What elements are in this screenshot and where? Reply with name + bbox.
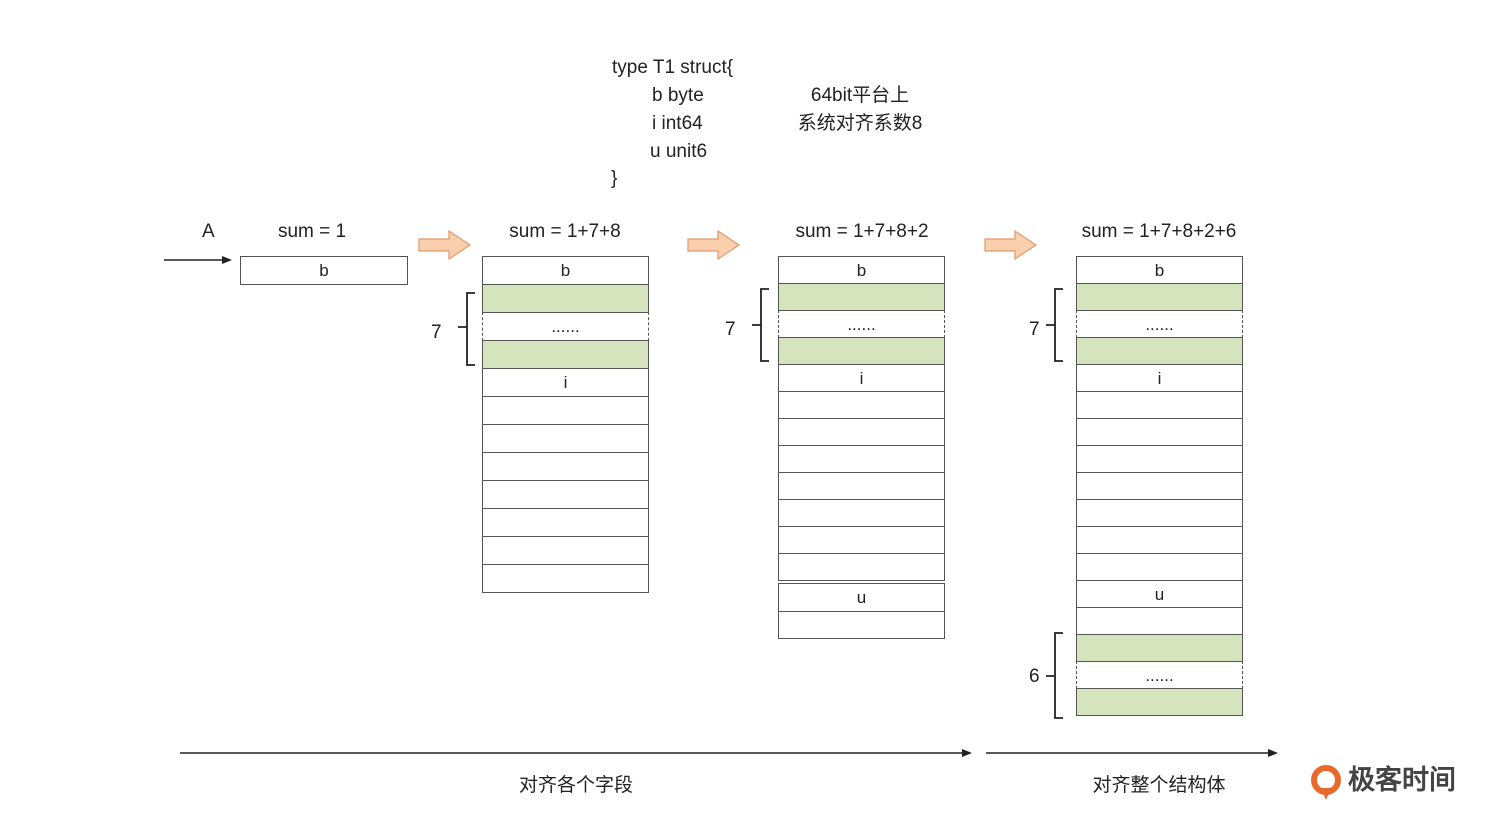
memory-cell: [778, 472, 945, 500]
memory-cell: [1076, 607, 1243, 635]
field-i-cell: i: [482, 368, 649, 397]
memory-cell: [1076, 526, 1243, 554]
memory-cell: [778, 391, 945, 419]
align-struct-axis: [986, 749, 1278, 757]
field-u-cell: u: [1076, 580, 1243, 608]
field-b-cell: b: [1076, 256, 1243, 284]
memory-cell: [778, 499, 945, 527]
padding-count-label: 7: [725, 319, 736, 340]
memory-cell: [482, 536, 649, 565]
memory-cell: [778, 526, 945, 554]
memory-cell: [1076, 418, 1243, 446]
field-b-cell: b: [778, 256, 945, 284]
align-struct-caption: 对齐整个结构体: [1092, 775, 1226, 796]
padding-brace-stage3: [752, 288, 769, 362]
field-b-decl: b byte: [652, 85, 704, 106]
memory-cell: [482, 564, 649, 593]
memory-cell: [482, 452, 649, 481]
padding-cell: [1076, 634, 1243, 662]
memory-cell: [1076, 445, 1243, 473]
memory-cell: [1076, 553, 1243, 581]
padding-brace-stage4-top: [1046, 288, 1063, 362]
stage-transition-arrow-3: [984, 229, 1038, 261]
memory-cell: [778, 553, 945, 581]
padding-ellipsis-cell: ......: [1076, 661, 1243, 689]
memory-cell: [778, 418, 945, 446]
padding-brace-stage2: [458, 292, 475, 366]
stage3-sum: sum = 1+7+8+2: [795, 221, 929, 242]
logo-mark-icon: [1311, 765, 1341, 800]
align-fields-axis: [180, 749, 972, 757]
struct-decl-line: type T1 struct{: [612, 57, 734, 78]
start-pointer-arrow: [164, 256, 232, 264]
field-i-cell: i: [1076, 364, 1243, 392]
stage4-sum: sum = 1+7+8+2+6: [1081, 221, 1237, 242]
memory-cell: [482, 508, 649, 537]
padding-count-label: 6: [1029, 666, 1040, 687]
field-i-decl: i int64: [652, 113, 703, 134]
stage1-sum: sum = 1: [277, 221, 347, 242]
padding-cell: [1076, 337, 1243, 365]
padding-ellipsis-cell: ......: [778, 310, 945, 338]
padding-brace-stage4-bottom: [1046, 632, 1063, 719]
padding-cell: [778, 337, 945, 365]
field-b-cell: b: [240, 256, 408, 285]
padding-ellipsis-cell: ......: [1076, 310, 1243, 338]
stage2-sum: sum = 1+7+8: [509, 221, 621, 242]
padding-cell: [482, 284, 649, 313]
alignment-factor-note: 系统对齐系数8: [797, 113, 923, 134]
padding-count-label: 7: [431, 322, 442, 343]
struct-close-brace: }: [611, 168, 618, 189]
field-u-decl: u unit6: [650, 141, 708, 162]
memory-cell: [482, 396, 649, 425]
padding-cell: [1076, 688, 1243, 716]
padding-cell: [1076, 283, 1243, 311]
stage-transition-arrow-1: [418, 229, 472, 261]
memory-cell: [1076, 499, 1243, 527]
stage-transition-arrow-2: [687, 229, 741, 261]
geektime-logo: 极客时间: [1310, 764, 1470, 804]
field-i-cell: i: [778, 364, 945, 392]
align-fields-caption: 对齐各个字段: [518, 775, 633, 796]
memory-cell: [1076, 391, 1243, 419]
memory-cell: [1076, 472, 1243, 500]
memory-cell: [482, 480, 649, 509]
memory-cell: [482, 424, 649, 453]
field-b-cell: b: [482, 256, 649, 285]
padding-count-label: 7: [1029, 319, 1040, 340]
padding-ellipsis-cell: ......: [482, 312, 649, 341]
memory-cell: [778, 445, 945, 473]
padding-cell: [482, 340, 649, 369]
logo-wordmark: 极客时间: [1348, 765, 1456, 795]
memory-cell: [778, 611, 945, 639]
field-u-cell: u: [778, 583, 945, 612]
platform-note: 64bit平台上: [810, 85, 910, 106]
padding-cell: [778, 283, 945, 311]
start-address-label: A: [202, 221, 215, 242]
